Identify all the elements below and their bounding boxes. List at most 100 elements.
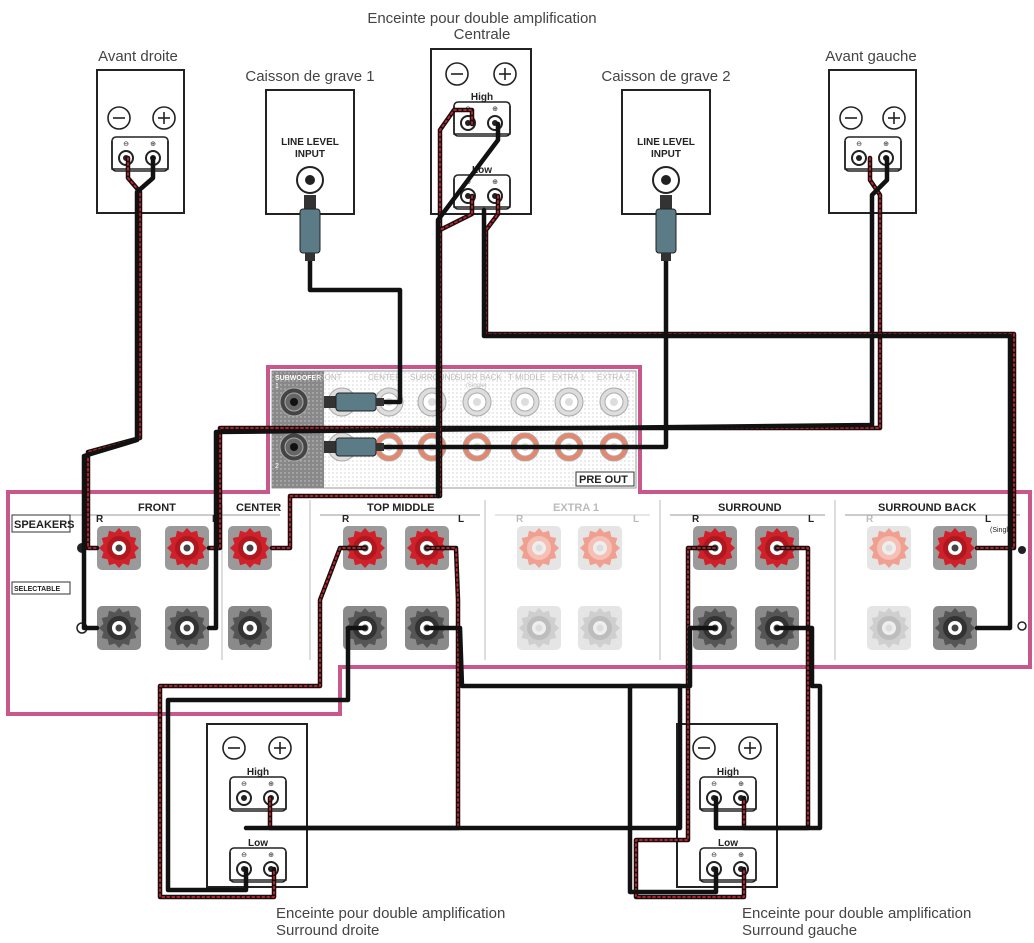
preout-col-label: EXTRA 2 — [597, 373, 630, 382]
rca-plug — [299, 195, 321, 261]
unused-terminal — [867, 606, 911, 650]
preout-column-labels: FRONT CENTER SURROUND SURR BACK T MIDDLE… — [314, 373, 630, 382]
terminal-pair-label: High — [247, 767, 269, 778]
svg-text:⊖: ⊖ — [123, 141, 129, 148]
negative-terminal — [165, 606, 209, 650]
preout-col-label: T MIDDLE — [508, 373, 545, 382]
surround-l-label: L — [808, 514, 814, 525]
speakers-label: SPEAKERS — [14, 519, 75, 531]
surround-right-subtitle: Surround droite — [276, 922, 380, 939]
terminal-pair-label: High — [717, 767, 739, 778]
section-extra1-label: EXTRA 1 — [553, 502, 599, 514]
surround-right-title: Enceinte pour double amplification — [276, 905, 506, 922]
line-level-label: LINE LEVEL — [637, 137, 695, 148]
svg-text:⊕: ⊕ — [268, 852, 274, 859]
preout-jack — [462, 387, 492, 417]
surround-r-label: R — [692, 514, 700, 525]
rca-plug — [655, 195, 677, 261]
svg-text:⊖: ⊖ — [241, 781, 247, 788]
front-right-negative-wire — [81, 155, 156, 631]
unused-terminal — [517, 526, 561, 570]
speaker-section-headers: FRONT CENTER TOP MIDDLE EXTRA 1 SURROUND… — [138, 502, 976, 514]
center-speaker-title: Enceinte pour double amplification — [367, 10, 597, 27]
positive-terminal — [228, 526, 272, 570]
section-surround-back-label: SURROUND BACK — [878, 502, 976, 514]
section-front-label: FRONT — [138, 502, 176, 514]
svg-text:⊕: ⊕ — [492, 106, 498, 113]
svg-text:⊕: ⊕ — [883, 141, 889, 148]
sub1-cable — [307, 237, 403, 405]
subwoofer-2-label: Caisson de grave 2 — [601, 68, 731, 85]
svg-text:⊕: ⊕ — [268, 781, 274, 788]
preout-col-label: SURROUND — [410, 373, 456, 382]
extra1-r-label: R — [516, 514, 524, 525]
top-middle-l-label: L — [458, 514, 464, 525]
surround-right-speaker: High⊖⊕Low⊖⊕ — [206, 723, 308, 888]
section-surround-label: SURROUND — [718, 502, 782, 514]
line-level-label: LINE LEVEL — [281, 137, 339, 148]
center-high-negative-wire — [435, 121, 501, 499]
unused-terminal — [867, 526, 911, 570]
surround-left-title: Enceinte pour double amplification — [742, 905, 972, 922]
surround-right-low-wire — [157, 545, 368, 900]
negative-terminal — [97, 606, 141, 650]
negative-terminal — [228, 606, 272, 650]
preout-sub-num-2: 2 — [275, 463, 279, 470]
preout-col-label: CENTER — [368, 373, 401, 382]
positive-terminal — [933, 526, 977, 570]
section-top-middle-label: TOP MIDDLE — [367, 502, 434, 514]
preout-jack — [279, 432, 309, 462]
negative-terminal — [933, 606, 977, 650]
speaker-cabinets: ⊖⊕⊖⊕High⊖⊕Low⊖⊕High⊖⊕Low⊖⊕High⊖⊕Low⊖⊕LIN… — [96, 48, 917, 888]
terminal-pair-label: Low — [472, 165, 492, 176]
terminal-pair-label: Low — [718, 838, 738, 849]
surround-back-single-label: (Single) — [990, 527, 1014, 534]
top-middle-r-label: R — [342, 514, 350, 525]
preout-jack — [510, 387, 540, 417]
center-low-positive-wire — [437, 193, 475, 233]
front-left-label: Avant gauche — [825, 48, 917, 65]
input-label: INPUT — [295, 149, 325, 160]
center-speaker-subtitle: Centrale — [453, 26, 511, 43]
unused-terminal — [578, 526, 622, 570]
positive-terminal — [165, 526, 209, 570]
svg-text:⊕: ⊕ — [492, 179, 498, 186]
svg-text:⊖: ⊖ — [711, 781, 717, 788]
preout-col-label: SURR BACK — [455, 373, 502, 382]
speaker-wires — [81, 107, 1017, 900]
terminal-pair-label: High — [471, 92, 493, 103]
svg-text:⊖: ⊖ — [856, 141, 862, 148]
svg-text:⊕: ⊕ — [738, 852, 744, 859]
surround-back-r-label: R — [866, 514, 874, 525]
rca-plug-preout — [324, 437, 384, 457]
preout-subwoofer-label: SUBWOOFER — [275, 375, 321, 382]
surround-left-high-neg-wire — [713, 625, 823, 831]
extra1-l-label: L — [633, 514, 639, 525]
center-speaker: High⊖⊕Low⊖⊕ — [430, 48, 532, 215]
surround-right-low-neg-wire — [165, 625, 368, 893]
unused-terminal — [517, 606, 561, 650]
surround-left-low-neg-wire — [627, 625, 719, 895]
terminal-pair-label: Low — [248, 838, 268, 849]
front-left-negative-wire — [206, 155, 890, 631]
preout-single-label: (Single) — [466, 383, 487, 389]
speakers-panel: FRONT CENTER TOP MIDDLE EXTRA 1 SURROUND… — [11, 496, 1027, 663]
preout-jack — [554, 387, 584, 417]
svg-text:⊖: ⊖ — [241, 852, 247, 859]
unused-terminal — [578, 606, 622, 650]
positive-terminal — [97, 526, 141, 570]
svg-text:⊕: ⊕ — [738, 781, 744, 788]
sub2-cable — [367, 237, 669, 450]
surround-left-speaker: High⊖⊕Low⊖⊕ — [676, 723, 778, 888]
preout-jack — [599, 387, 629, 417]
preout-title: PRE OUT — [579, 474, 628, 486]
svg-text:⊕: ⊕ — [150, 141, 156, 148]
rca-plug-preout — [324, 392, 384, 412]
surround-left-subtitle: Surround gauche — [742, 922, 858, 939]
surround-back-l-label: L — [985, 514, 991, 525]
preout-jack — [279, 387, 309, 417]
front-r-label: R — [96, 514, 104, 525]
preout-sub-num-1: 1 — [275, 383, 279, 390]
